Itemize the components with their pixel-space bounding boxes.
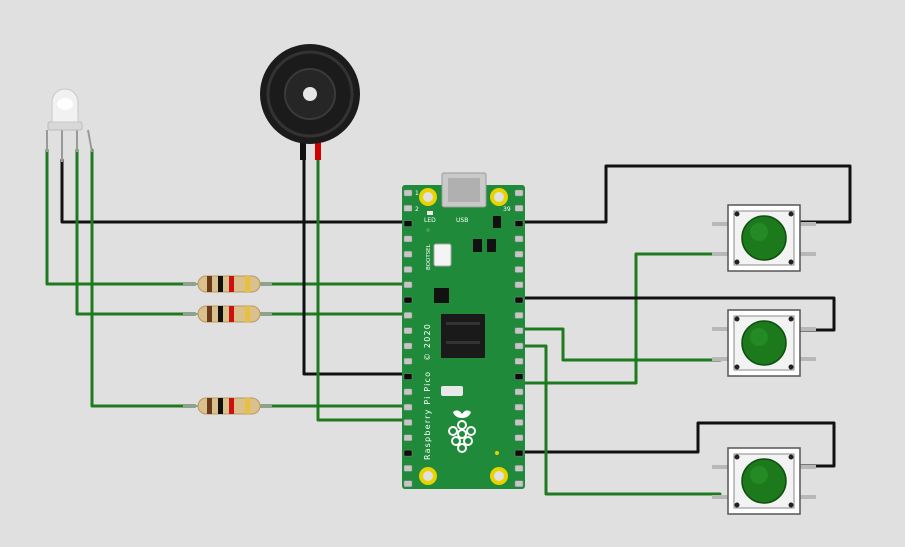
bootsel-button[interactable]	[433, 243, 452, 267]
board-name: Raspberry Pi Pico © 2020	[423, 323, 432, 460]
onboard-led	[427, 211, 433, 215]
pin-right-9[interactable]	[514, 312, 524, 319]
pin-right-2[interactable]	[514, 205, 524, 212]
pin-right-6[interactable]	[514, 266, 524, 273]
piezo-buzzer[interactable]	[260, 44, 360, 160]
pico-board[interactable]: 1 2 39 LED USB BOOTSEL Raspberry Pi Pico…	[402, 172, 525, 489]
pin-left-20[interactable]	[403, 480, 413, 487]
resistor-3[interactable]	[183, 397, 272, 415]
pin-left-11[interactable]	[403, 342, 413, 350]
pushbuttons	[712, 204, 816, 515]
pin-left-10[interactable]	[403, 327, 413, 334]
pin-right-16[interactable]	[514, 419, 524, 426]
pin-left-7[interactable]	[403, 281, 413, 289]
pin-right-14[interactable]	[514, 388, 524, 396]
pin-right-10[interactable]	[514, 327, 524, 334]
pin-right-20[interactable]	[514, 480, 524, 487]
wire-led-r1[interactable]	[45, 148, 197, 286]
wire-btn1-gpio[interactable]	[518, 252, 722, 385]
pin-left-16[interactable]	[403, 419, 413, 426]
pushbutton-1[interactable]	[712, 204, 816, 272]
pin-left-8[interactable]	[403, 296, 413, 304]
pin-right-17[interactable]	[514, 434, 524, 442]
pin2-label: 2	[415, 206, 419, 213]
pin-right-18[interactable]	[514, 449, 524, 457]
wire-btn3-gpio[interactable]	[516, 344, 722, 496]
pin-left-1[interactable]	[403, 189, 413, 197]
usb-label: USB	[456, 217, 468, 224]
resistor-2[interactable]	[183, 305, 272, 323]
buzzer-hole	[303, 87, 317, 101]
wire-btn2-gnd[interactable]	[516, 296, 836, 332]
wire-led-r2[interactable]	[75, 148, 197, 316]
pin-right-13[interactable]	[514, 373, 524, 380]
pin-left-9[interactable]	[403, 312, 413, 319]
pin-right-19[interactable]	[514, 465, 524, 472]
pin-right-1[interactable]	[514, 189, 524, 197]
wire-buzzer-gpio[interactable]	[316, 158, 412, 422]
pin-left-15[interactable]	[403, 403, 413, 411]
pin-left-12[interactable]	[403, 358, 413, 365]
pushbutton-3[interactable]	[712, 447, 816, 515]
pin-right-11[interactable]	[514, 342, 524, 350]
pin-left-6[interactable]	[403, 266, 413, 273]
pin-right-4[interactable]	[514, 235, 524, 243]
led-label: LED	[424, 217, 436, 224]
wires	[45, 143, 852, 496]
wire-led-gnd[interactable]	[60, 158, 412, 224]
pin-left-4[interactable]	[403, 235, 413, 243]
pin-left-2[interactable]	[403, 205, 413, 212]
pin-left-5[interactable]	[403, 250, 413, 258]
bootsel-label: BOOTSEL	[426, 243, 432, 270]
pin-left-19[interactable]	[403, 465, 413, 472]
pin-left-14[interactable]	[403, 388, 413, 396]
wire-btn1-gnd[interactable]	[516, 164, 852, 224]
led-base	[47, 121, 83, 131]
pin-left-18[interactable]	[403, 449, 413, 457]
wire-buzzer-gnd[interactable]	[302, 158, 412, 376]
pin-right-5[interactable]	[514, 250, 524, 258]
pin-right-8[interactable]	[514, 296, 524, 304]
pin-right-7[interactable]	[514, 281, 524, 289]
resistor-1[interactable]	[183, 275, 272, 293]
wire-led-r3[interactable]	[90, 148, 197, 408]
pin-right-12[interactable]	[514, 358, 524, 365]
wire-btn3-gnd[interactable]	[516, 421, 836, 468]
pin-left-17[interactable]	[403, 434, 413, 442]
pin1-label: 1	[415, 190, 419, 197]
pin-right-15[interactable]	[514, 403, 524, 411]
pin-right-3[interactable]	[514, 220, 524, 227]
pushbutton-2[interactable]	[712, 309, 816, 377]
pin39-label: 39	[503, 206, 511, 213]
wire-btn2-gpio[interactable]	[516, 327, 722, 362]
raspberry-logo-icon	[448, 410, 476, 453]
pin-left-13[interactable]	[403, 373, 413, 380]
pin-left-3[interactable]	[403, 220, 413, 227]
rp2040-chip	[441, 314, 485, 358]
rgb-led[interactable]	[46, 88, 93, 162]
pico-pins	[403, 189, 524, 487]
resistors	[183, 275, 272, 415]
